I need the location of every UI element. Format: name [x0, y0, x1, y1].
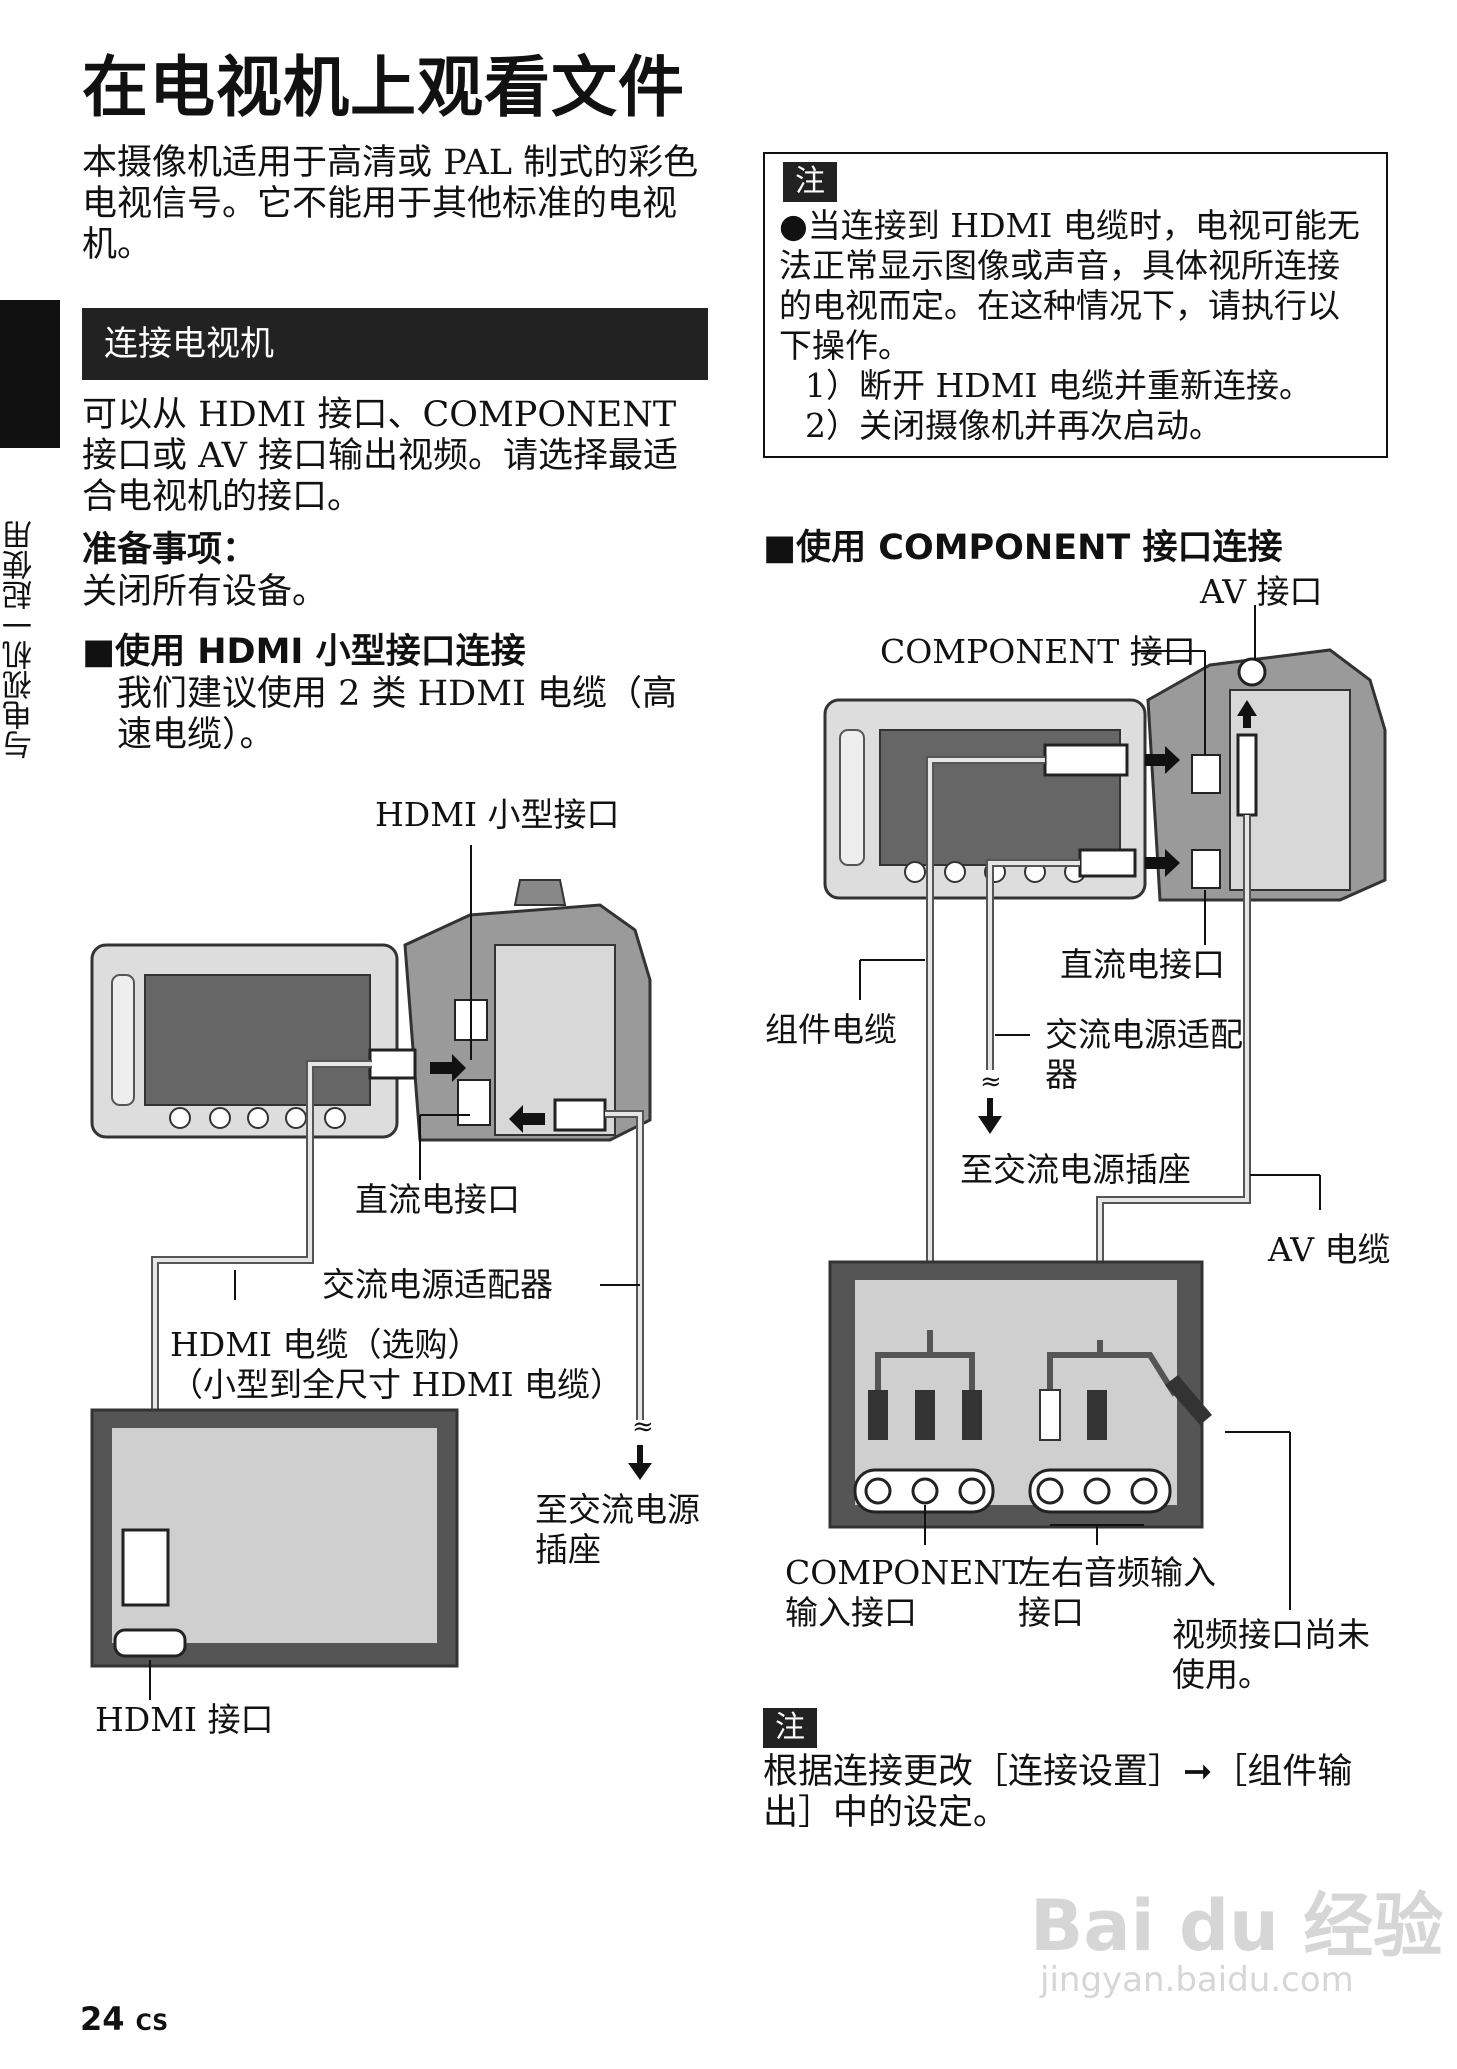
- label-hdmi-ac-adapter: 交流电源适配器: [322, 1265, 553, 1304]
- label-hdmi-dc-port: 直流电接口: [355, 1180, 520, 1219]
- note-step-1: 1）断开 HDMI 电缆并重新连接。: [805, 366, 1313, 405]
- prep-text: 关闭所有设备。: [82, 572, 328, 612]
- side-tab-marker: [0, 300, 60, 448]
- label-av-cable: AV 电缆: [1268, 1230, 1391, 1269]
- label-component-input: COMPONENT 输入接口: [785, 1553, 1025, 1632]
- watermark-url: jingyan.baidu.com: [1040, 1960, 1354, 2000]
- note-bullet: ●当连接到 HDMI 电缆时，电视可能无法正常显示图像或声音，具体视所连接的电视…: [779, 206, 1360, 365]
- note-tag: 注: [783, 162, 837, 202]
- page-title: 在电视机上观看文件: [82, 49, 685, 126]
- label-comp-ac-adapter: 交流电源适配器: [1045, 1015, 1243, 1094]
- label-av-port: AV 接口: [1200, 572, 1323, 611]
- section-body: 可以从 HDMI 接口、COMPONENT 接口或 AV 接口输出视频。请选择最…: [82, 395, 679, 517]
- hdmi-heading: ■使用 HDMI 小型接口连接: [82, 632, 526, 672]
- label-hdmi-cable-1: HDMI 电缆（选购）: [170, 1325, 481, 1364]
- hdmi-camcorder-illustration: [90, 879, 652, 1142]
- label-hdmi-mini-port: HDMI 小型接口: [375, 795, 620, 834]
- page-number-suffix: CS: [135, 2011, 169, 2036]
- label-comp-dc-port: 直流电接口: [1060, 945, 1225, 984]
- label-hdmi-cable-2: （小型到全尺寸 HDMI 电缆）: [170, 1365, 624, 1404]
- label-component-cable: 组件电缆: [765, 1010, 897, 1049]
- svg-text:≈: ≈: [980, 1067, 1002, 1097]
- label-comp-to-outlet: 至交流电源插座: [960, 1150, 1191, 1189]
- label-hdmi-tv-port: HDMI 接口: [95, 1700, 274, 1739]
- page-number-value: 24: [80, 2000, 125, 2038]
- label-video-unused: 视频接口尚未使用。: [1172, 1615, 1370, 1694]
- note-step-2: 2）关闭摄像机并再次启动。: [805, 406, 1222, 445]
- note-box-top: 注 ●当连接到 HDMI 电缆时，电视可能无法正常显示图像或声音，具体视所连接的…: [763, 152, 1388, 458]
- intro-paragraph: 本摄像机适用于高清或 PAL 制式的彩色电视信号。它不能用于其他标准的电视机。: [82, 143, 699, 265]
- label-component-port: COMPONENT 接口: [880, 632, 1196, 671]
- svg-text:≈: ≈: [632, 1412, 654, 1442]
- component-heading: ■使用 COMPONENT 接口连接: [763, 528, 1283, 568]
- page-number: 24 CS: [80, 2000, 168, 2038]
- component-camcorder-illustration: [823, 648, 1387, 902]
- prep-heading: 准备事项：: [82, 530, 258, 570]
- note-tag-bottom: 注: [763, 1708, 817, 1748]
- watermark-logo: Bai du 经验: [1030, 1885, 1444, 1967]
- label-hdmi-to-outlet: 至交流电源插座: [535, 1490, 700, 1569]
- note-bottom-text: 根据连接更改［连接设置］➞［组件输出］中的设定。: [763, 1752, 1353, 1833]
- label-audio-input: 左右音频输入接口: [1018, 1553, 1216, 1632]
- hdmi-recommendation: 我们建议使用 2 类 HDMI 电缆（高速电缆）。: [117, 674, 678, 755]
- section-heading: 连接电视机: [82, 308, 708, 380]
